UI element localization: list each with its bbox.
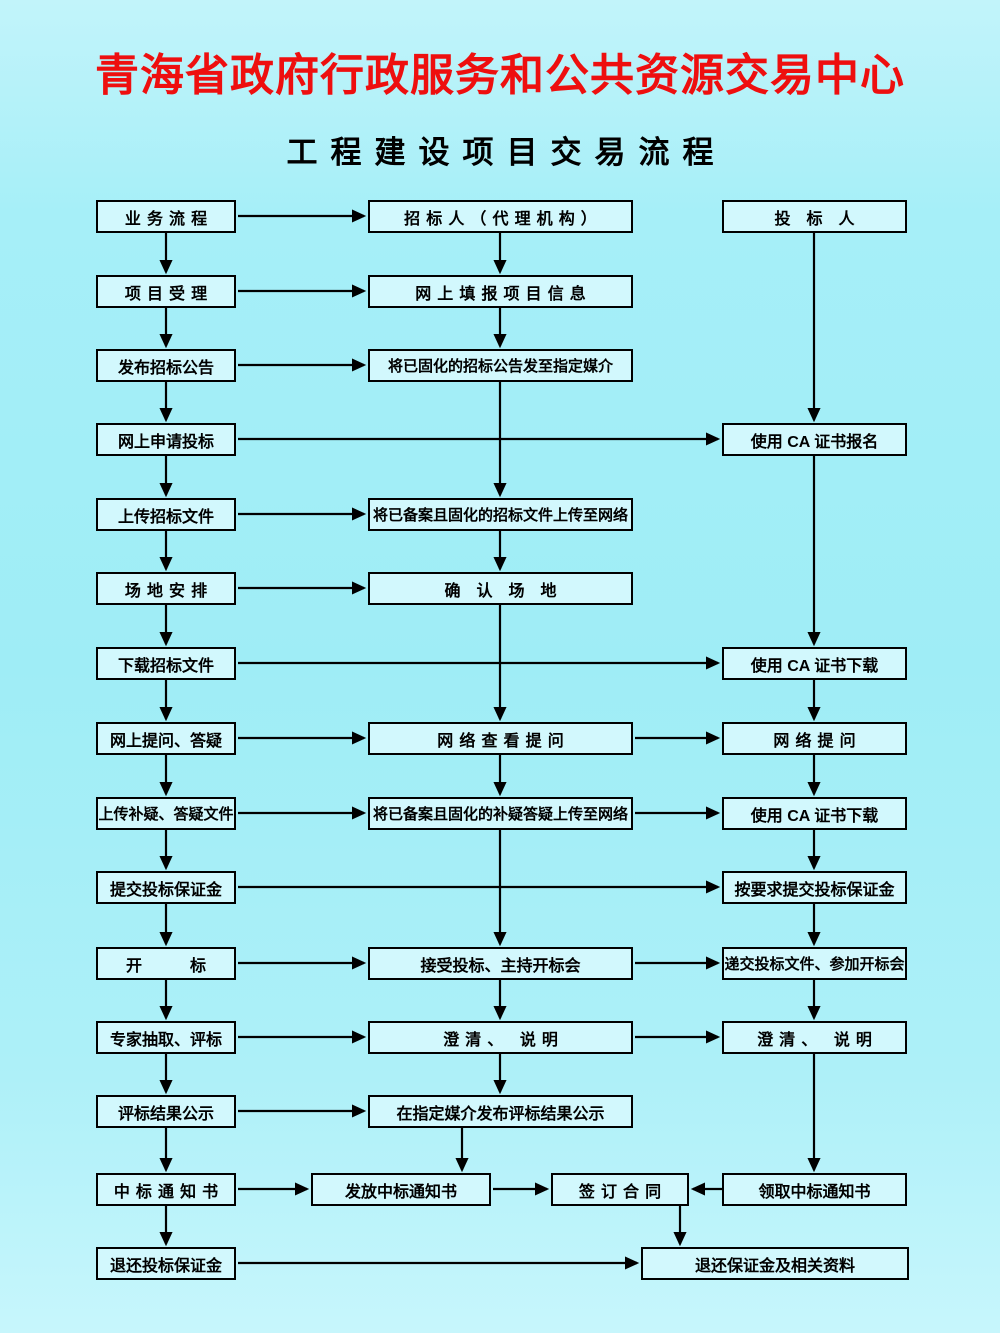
flow-box-business-process: 业务流程	[96, 200, 236, 233]
flow-box-submit-bond-as-required: 按要求提交投标保证金	[722, 871, 907, 904]
flow-box-download-tender-docs: 下载招标文件	[96, 647, 236, 680]
flow-box-accept-bids-host-opening: 接受投标、主持开标会	[368, 947, 633, 980]
flow-box-sign-contract: 签订合同	[551, 1173, 689, 1206]
flow-box-upload-addendum-network: 将已备案且固化的补疑答疑上传至网络	[368, 797, 633, 830]
flow-box-evaluation-result-publicity: 评标结果公示	[96, 1095, 236, 1128]
flow-box-expert-draw-evaluation: 专家抽取、评标	[96, 1021, 236, 1054]
flow-box-network-question: 网络提问	[722, 722, 907, 755]
flow-box-ca-download-2: 使用 CA 证书下载	[722, 797, 907, 830]
flow-box-venue-arrangement: 场地安排	[96, 572, 236, 605]
flow-box-send-notice-to-media: 将已固化的招标公告发至指定媒介	[368, 349, 633, 382]
flow-box-publish-evaluation-result: 在指定媒介发布评标结果公示	[368, 1095, 633, 1128]
page-title: 青海省政府行政服务和公共资源交易中心	[95, 51, 905, 100]
flow-box-bidder: 投 标 人	[722, 200, 907, 233]
flow-box-network-view-questions: 网络查看提问	[368, 722, 633, 755]
flow-box-clarify-explain-middle: 澄清、 说明	[368, 1021, 633, 1054]
flow-box-confirm-venue: 确 认 场 地	[368, 572, 633, 605]
flow-box-award-notice: 中标通知书	[96, 1173, 236, 1206]
flow-box-ca-download-1: 使用 CA 证书下载	[722, 647, 907, 680]
flow-box-upload-addendum-files: 上传补疑、答疑文件	[96, 797, 236, 830]
flow-box-refund-bid-bond: 退还投标保证金	[96, 1247, 236, 1280]
flow-box-online-fill-project-info: 网上填报项目信息	[368, 275, 633, 308]
flow-box-ca-register: 使用 CA 证书报名	[722, 423, 907, 456]
flow-box-receive-award-notice: 领取中标通知书	[722, 1173, 907, 1206]
flow-box-upload-tender-docs: 上传招标文件	[96, 498, 236, 531]
flow-box-online-question-answer: 网上提问、答疑	[96, 722, 236, 755]
flow-box-bid-opening: 开 标	[96, 947, 236, 980]
flow-box-project-acceptance: 项目受理	[96, 275, 236, 308]
flow-box-online-bid-application: 网上申请投标	[96, 423, 236, 456]
flow-box-publish-tender-notice: 发布招标公告	[96, 349, 236, 382]
page-subtitle: 工程建设项目交易流程	[286, 135, 727, 170]
flow-box-submit-bid-bond: 提交投标保证金	[96, 871, 236, 904]
flow-box-tenderer-agency: 招标人（代理机构）	[368, 200, 633, 233]
flow-box-upload-tender-docs-network: 将已备案且固化的招标文件上传至网络	[368, 498, 633, 531]
flow-box-refund-bond-materials: 退还保证金及相关资料	[641, 1247, 909, 1280]
flow-box-submit-docs-attend-opening: 递交投标文件、参加开标会	[722, 947, 907, 980]
flow-box-issue-award-notice: 发放中标通知书	[311, 1173, 491, 1206]
flow-box-clarify-explain-right: 澄清、 说明	[722, 1021, 907, 1054]
